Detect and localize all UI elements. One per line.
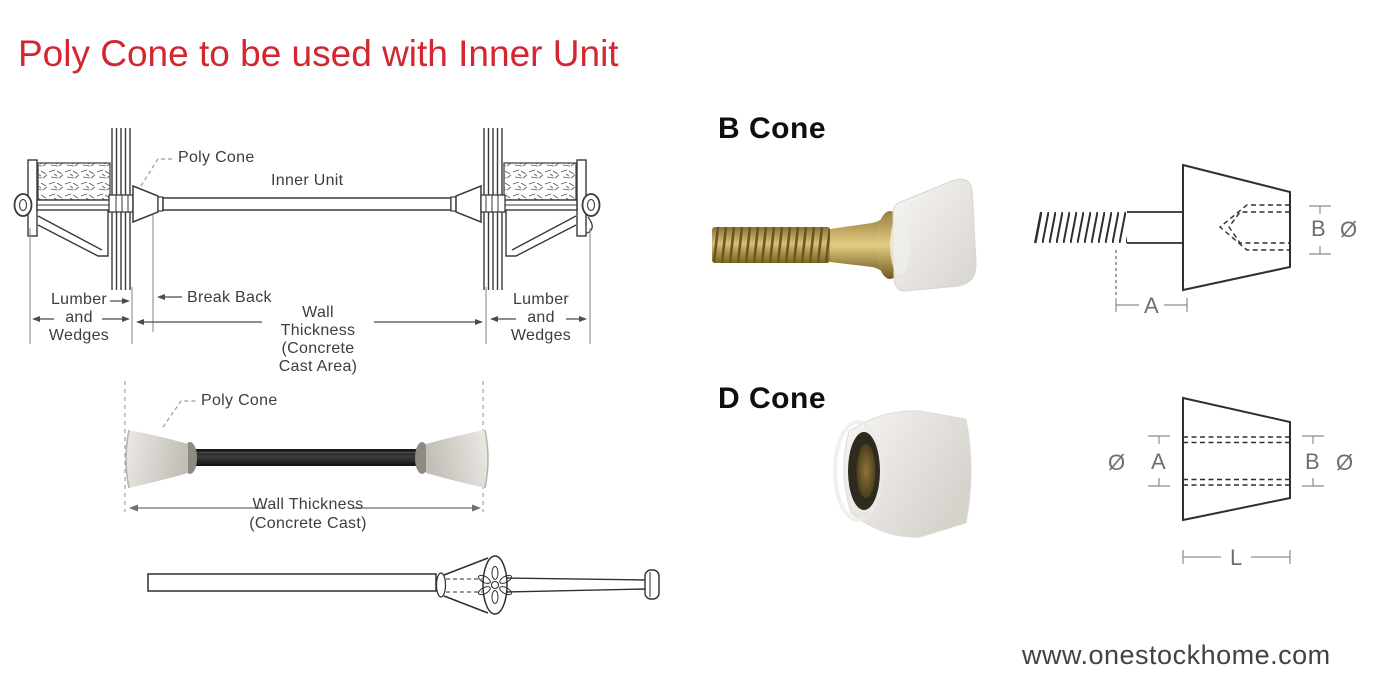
b-cone-photo	[712, 178, 977, 292]
tie-photo-diagram	[124, 381, 489, 512]
break-back-label: Break Back	[187, 289, 272, 306]
poly-cone-label-top: Poly Cone	[178, 149, 255, 166]
page-title: Poly Cone to be used with Inner Unit	[18, 33, 619, 74]
b-cone-drawing	[1034, 163, 1331, 312]
website-url: www.onestockhome.com	[1022, 640, 1331, 670]
d-cone-dim-l: L	[1230, 545, 1243, 570]
b-cone-dim-b: B	[1311, 216, 1327, 241]
b-cone-dia: Ø	[1340, 217, 1358, 242]
d-cone-dia-left: Ø	[1108, 450, 1126, 475]
wall-thickness-area-label: Wall Thickness (Concrete Cast Area)	[278, 304, 358, 375]
dim-arrows	[32, 294, 587, 325]
d-cone-dia-right: Ø	[1336, 450, 1354, 475]
wall-thickness-arrows	[129, 504, 481, 512]
tie-photo	[125, 429, 489, 489]
poly-cone-leader-mid	[162, 400, 196, 428]
right-clamp	[480, 159, 601, 257]
inner-unit-rod	[162, 197, 452, 211]
breakback-drawing	[147, 555, 660, 615]
dim-lines	[29, 215, 591, 344]
d-cone-photo	[833, 410, 972, 538]
left-poly-cone-shape	[132, 184, 159, 224]
b-cone-heading: B Cone	[718, 112, 826, 145]
inner-unit-label: Inner Unit	[271, 172, 344, 189]
right-poly-cone-shape	[455, 184, 482, 224]
b-dim-ticks	[1115, 205, 1331, 312]
d-cone-dim-a: A	[1151, 449, 1167, 474]
b-cone-dim-a: A	[1144, 293, 1160, 318]
formwork-diagram	[13, 128, 601, 344]
d-dim-ticks	[1148, 435, 1324, 564]
lumber-wedges-left-label: Lumber and Wedges	[48, 291, 110, 344]
d-cone-heading: D Cone	[718, 382, 826, 415]
poly-cone-leader	[140, 158, 174, 187]
d-cone-drawing	[1148, 396, 1324, 564]
lumber-wedges-right-label: Lumber and Wedges	[510, 291, 572, 344]
poly-cone-label-mid: Poly Cone	[201, 392, 278, 409]
d-cone-dim-b: B	[1305, 449, 1321, 474]
left-clamp	[13, 159, 134, 257]
wall-thickness-cast-label: Wall Thickness (Concrete Cast)	[249, 496, 367, 532]
